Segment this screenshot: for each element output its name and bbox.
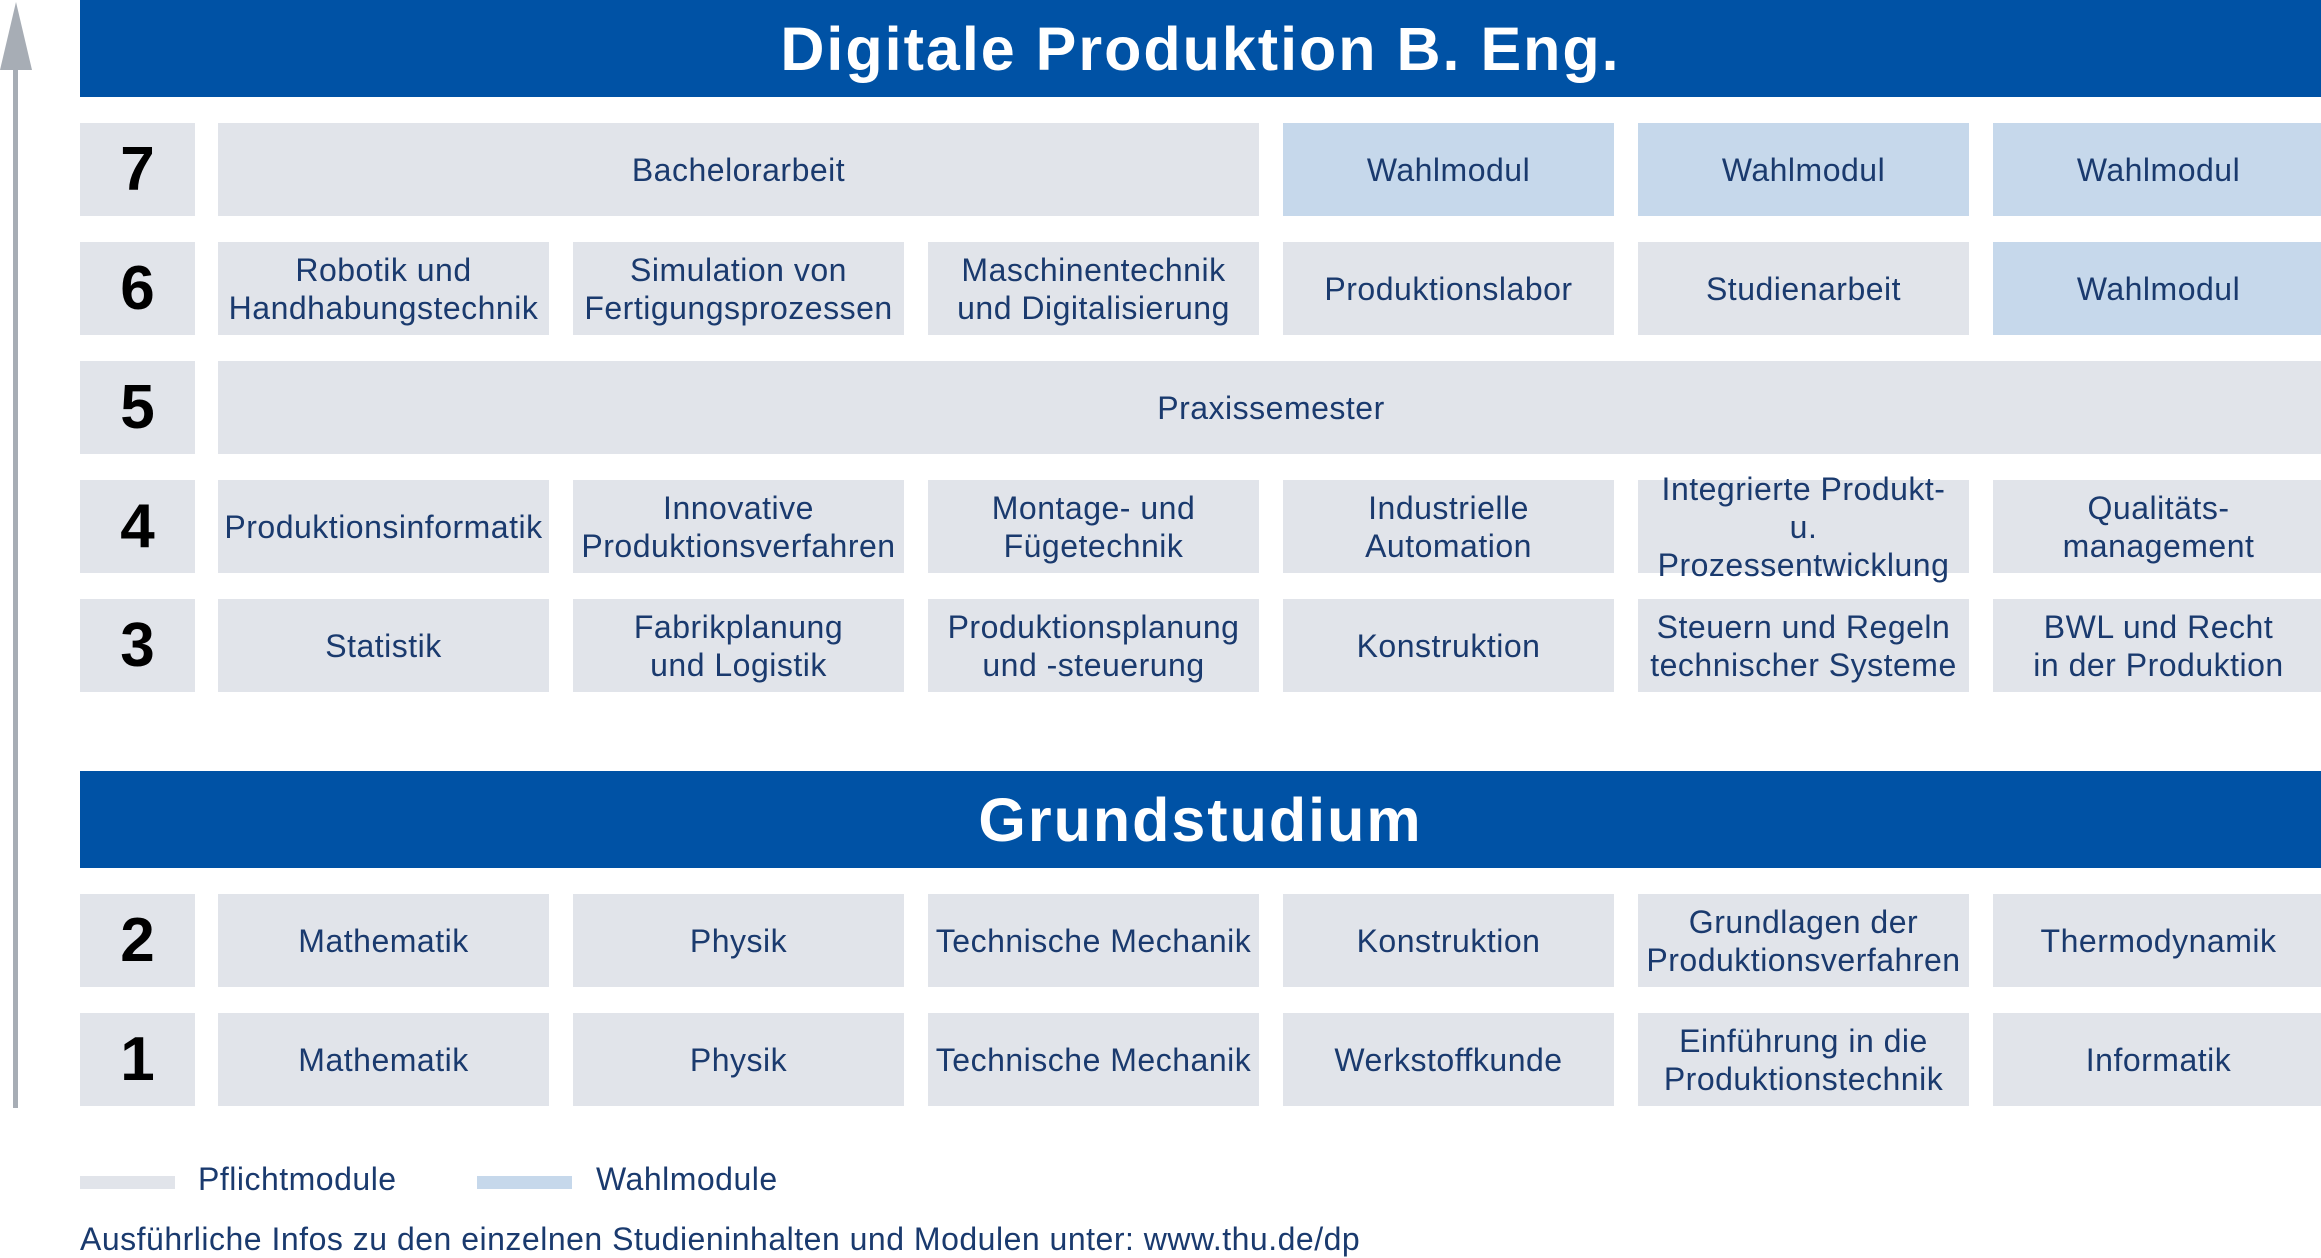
- progress-arrow-line: [13, 68, 18, 1108]
- grundstudium-title: Grundstudium: [978, 785, 1423, 854]
- pflichtmodul-cell: Innovative Produktionsverfahren: [573, 480, 904, 573]
- pflichtmodul-cell: Bachelorarbeit: [218, 123, 1259, 216]
- legend-label-pflicht: Pflichtmodule: [198, 1161, 397, 1197]
- pflichtmodul-cell: Praxissemester: [218, 361, 2321, 454]
- pflichtmodul-cell: BWL und Recht in der Produktion: [1993, 599, 2321, 692]
- semester-3: 3: [80, 599, 195, 692]
- pflichtmodul-cell: Maschinentechnik und Digitalisierung: [928, 242, 1259, 335]
- grundstudium-banner: Grundstudium: [80, 771, 2321, 868]
- semester-7: 7: [80, 123, 195, 216]
- program-title: Digitale Produktion B. Eng.: [780, 14, 1621, 83]
- footer-info-text: Ausführliche Infos zu den einzelnen Stud…: [80, 1221, 1361, 1257]
- pflichtmodul-cell: Qualitäts- management: [1993, 480, 2321, 573]
- pflichtmodul-cell: Thermodynamik: [1993, 894, 2321, 987]
- semester-6: 6: [80, 242, 195, 335]
- pflichtmodul-cell: Technische Mechanik: [928, 1013, 1259, 1106]
- pflichtmodul-cell: Integrierte Produkt- u. Prozessentwicklu…: [1638, 471, 1969, 583]
- pflichtmodul-cell: Montage- und Fügetechnik: [928, 480, 1259, 573]
- pflichtmodul-cell: Grundlagen der Produktionsverfahren: [1638, 894, 1969, 987]
- pflichtmodul-cell: Statistik: [218, 599, 549, 692]
- wahlmodul-cell: Wahlmodul: [1993, 242, 2321, 335]
- pflichtmodul-cell: Mathematik: [218, 1013, 549, 1106]
- pflichtmodul-cell: Konstruktion: [1283, 599, 1614, 692]
- arrow-up-icon: [0, 2, 32, 70]
- pflichtmodul-cell: Technische Mechanik: [928, 894, 1259, 987]
- pflichtmodul-cell: Werkstoffkunde: [1283, 1013, 1614, 1106]
- pflichtmodul-cell: Produktionslabor: [1283, 242, 1614, 335]
- semester-2: 2: [80, 894, 195, 987]
- pflichtmodul-cell: Physik: [573, 894, 904, 987]
- pflichtmodul-cell: Steuern und Regeln technischer Systeme: [1638, 599, 1969, 692]
- legend-label-wahl: Wahlmodule: [596, 1161, 778, 1197]
- pflichtmodul-cell: Einführung in die Produktionstechnik: [1638, 1013, 1969, 1106]
- pflichtmodul-cell: Informatik: [1993, 1013, 2321, 1106]
- pflichtmodul-cell: Simulation von Fertigungsprozessen: [573, 242, 904, 335]
- pflichtmodul-cell: Studienarbeit: [1638, 242, 1969, 335]
- program-title-banner: Digitale Produktion B. Eng.: [80, 0, 2321, 97]
- semester-5: 5: [80, 361, 195, 454]
- wahlmodul-cell: Wahlmodul: [1638, 123, 1969, 216]
- wahlmodul-cell: Wahlmodul: [1283, 123, 1614, 216]
- pflichtmodul-cell: Robotik und Handhabungstechnik: [218, 242, 549, 335]
- pflichtmodul-cell: Mathematik: [218, 894, 549, 987]
- pflichtmodul-cell: Industrielle Automation: [1283, 480, 1614, 573]
- wahlmodul-cell: Wahlmodul: [1993, 123, 2321, 216]
- pflichtmodul-cell: Produktionsinformatik: [218, 480, 549, 573]
- legend-swatch-wahl: [477, 1176, 572, 1189]
- pflichtmodul-cell: Fabrikplanung und Logistik: [573, 599, 904, 692]
- semester-1: 1: [80, 1013, 195, 1106]
- semester-4: 4: [80, 480, 195, 573]
- pflichtmodul-cell: Physik: [573, 1013, 904, 1106]
- legend-swatch-pflicht: [80, 1176, 175, 1189]
- pflichtmodul-cell: Produktionsplanung und -steuerung: [928, 599, 1259, 692]
- pflichtmodul-cell: Konstruktion: [1283, 894, 1614, 987]
